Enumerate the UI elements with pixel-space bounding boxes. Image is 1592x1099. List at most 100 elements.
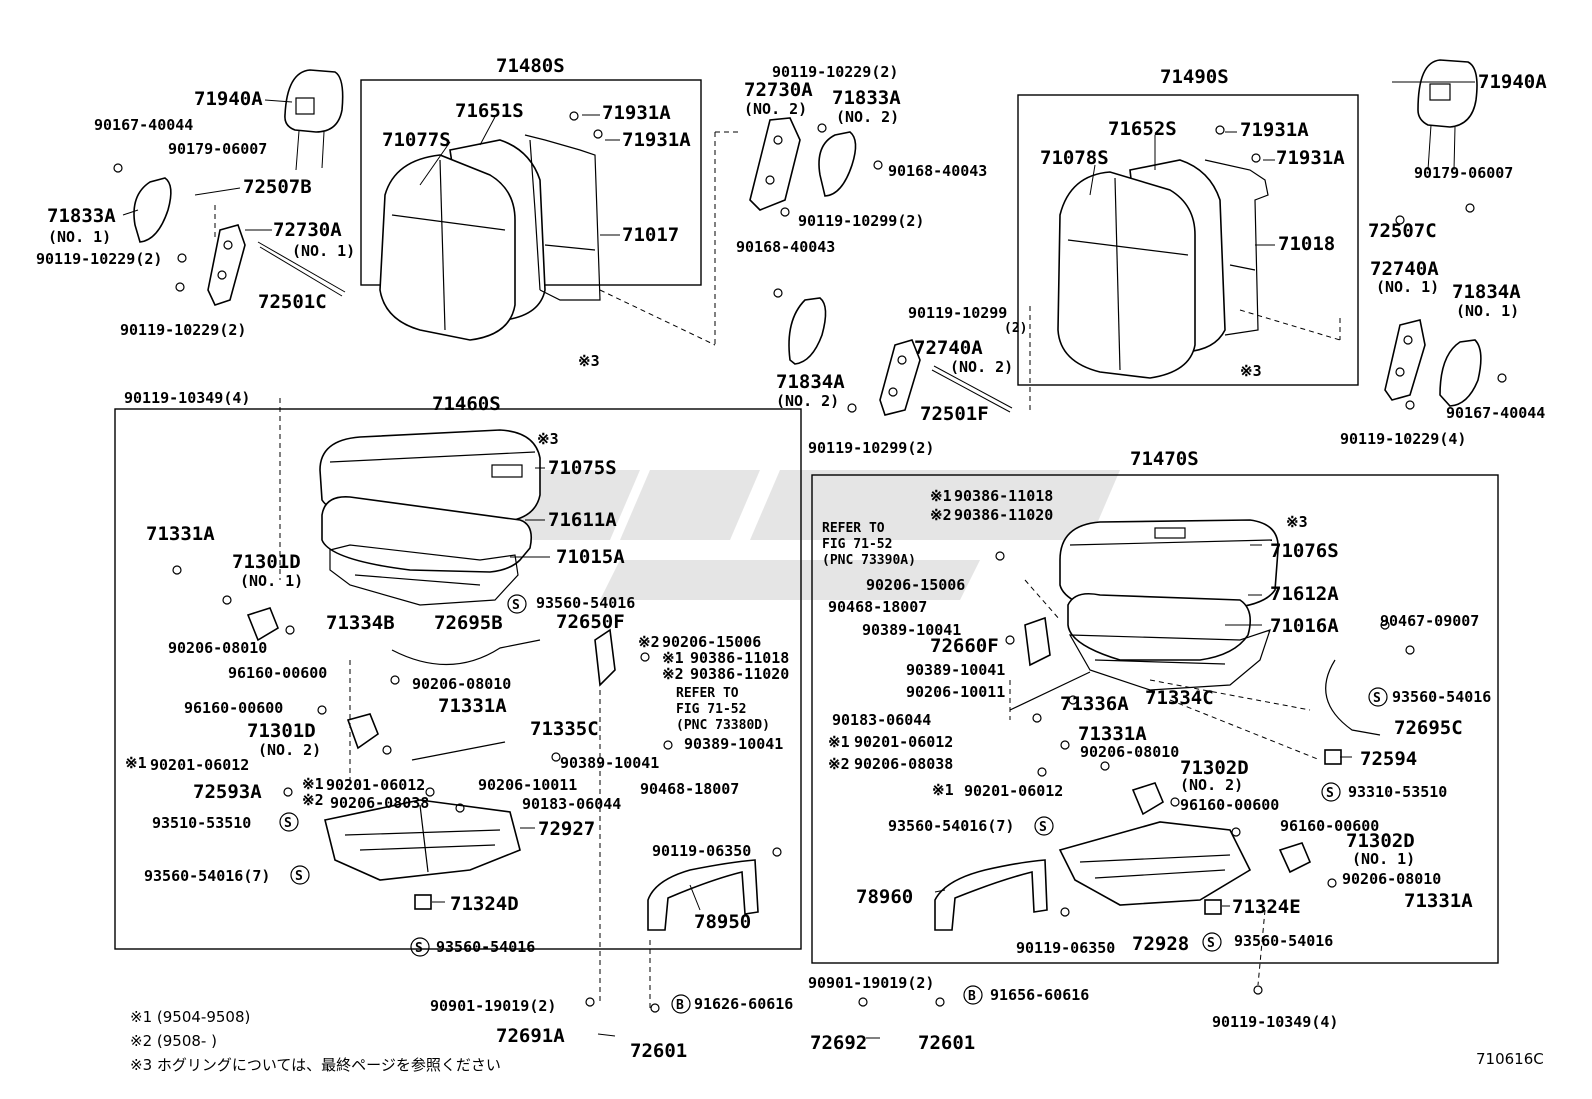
label-71940a-right: 71940A — [1478, 71, 1547, 93]
bracket-71301d-no1 — [246, 607, 279, 642]
label-90201-06012-a: 90201-06012 — [150, 756, 249, 774]
label-90206-08038-b: 90206-08038 — [854, 755, 953, 773]
label-71931a-b: 71931A — [622, 129, 691, 151]
label-90119-06350-b: 90119-06350 — [1016, 939, 1115, 957]
label-k2-e: ※2 — [828, 755, 850, 773]
rod-72501c-b — [259, 246, 343, 297]
label-72740a-no2: 72740A — [914, 337, 983, 359]
label-72601-b: 72601 — [918, 1032, 975, 1054]
label-72740a-no1: 72740A — [1370, 258, 1439, 280]
cover-71833a-no1 — [133, 177, 172, 243]
label-71652s: 71652S — [1108, 118, 1177, 140]
label-71834a-no1-sub: (NO. 1) — [1456, 302, 1519, 320]
label-71302d-no2: 71302D — [1180, 757, 1249, 779]
label-90168-40043-b: 90168-40043 — [736, 238, 835, 256]
label-72593a: 72593A — [193, 781, 262, 803]
label-71076s: 71076S — [1270, 540, 1339, 562]
lever-72660f — [1024, 616, 1051, 667]
label-90206-10011-a: 90206-10011 — [478, 776, 577, 794]
label-93560-54016-7a: 93560-54016(7) — [144, 867, 270, 885]
label-93560-54016-a: 93560-54016 — [536, 594, 635, 612]
label-k1-f: ※1 — [932, 781, 954, 799]
svg-text:S: S — [1207, 936, 1215, 951]
note-1: ※1 (9504-9508) — [130, 1008, 250, 1026]
svg-text:S: S — [1373, 691, 1381, 706]
box-71490s — [1017, 94, 1359, 386]
label-k2-c: ※2 — [302, 791, 324, 809]
label-k1-c: ※1 — [302, 775, 324, 793]
label-96160-00600-a: 96160-00600 — [228, 664, 327, 682]
label-93560-54016-c: 93560-54016 — [1392, 688, 1491, 706]
label-71833a-no2: 71833A — [832, 87, 901, 109]
frame-71017 — [524, 134, 601, 301]
label-90119-06350-a: 90119-06350 — [652, 842, 751, 860]
label-72501c: 72501C — [258, 291, 327, 313]
label-k3-a: ※3 — [578, 352, 600, 370]
label-90206-15006-b: 90206-15006 — [866, 576, 965, 594]
label-90119-10299-b: 90119-10299 — [908, 304, 1007, 322]
stopper-71324e — [1204, 899, 1222, 915]
label-72507c: 72507C — [1368, 220, 1437, 242]
stopper-72594 — [1324, 749, 1342, 765]
label-90206-08010-b: 90206-08010 — [412, 675, 511, 693]
label-91656-60616: 91656-60616 — [990, 986, 1089, 1004]
label-k1-b: ※1 — [662, 649, 684, 667]
label-78960: 78960 — [856, 886, 913, 908]
label-k3-b: ※3 — [1240, 362, 1262, 380]
svg-text:S: S — [415, 941, 423, 956]
label-71611a: 71611A — [548, 509, 617, 531]
label-71460s: 71460S — [432, 393, 501, 415]
svg-text:S: S — [284, 816, 292, 831]
label-90386-11018-b: 90386-11018 — [954, 487, 1053, 505]
bracket-71301d-no2 — [346, 713, 379, 750]
label-71335c: 71335C — [530, 718, 599, 740]
label-93560-54016-d: 93560-54016 — [1234, 932, 1333, 950]
label-90119-10299-2c: 90119-10299(2) — [808, 439, 934, 457]
cover-71834a-no1 — [1439, 339, 1482, 407]
label-71075s: 71075S — [548, 457, 617, 479]
fasteners — [113, 111, 1507, 1013]
label-71302d-no1: 71302D — [1346, 830, 1415, 852]
frame-71016a — [1068, 629, 1271, 691]
label-71834a-no2-sub: (NO. 2) — [776, 392, 839, 410]
label-90206-15006-a: 90206-15006 — [662, 633, 761, 651]
svg-text:B: B — [676, 998, 684, 1013]
rod-72501f-b — [933, 365, 1013, 409]
label-71931a-d: 71931A — [1276, 147, 1345, 169]
symbol-s-icons — [279, 594, 1388, 1014]
label-90206-10011-b: 90206-10011 — [906, 683, 1005, 701]
label-71651s: 71651S — [455, 100, 524, 122]
note-3: ※3 ホグリングについては、最終ページを参照ください — [130, 1056, 501, 1074]
box-71460s — [114, 408, 802, 950]
hinge-72730a-no2 — [749, 117, 801, 211]
label-72507b: 72507B — [243, 176, 312, 198]
headrest-left — [284, 69, 344, 171]
label-71302d-no1-sub: (NO. 1) — [1352, 850, 1415, 868]
part-labels: 71480S 71940A 90167-40044 90179-06007 72… — [36, 55, 1547, 1062]
symbol-letters: S S S S S S S S B B — [284, 598, 1381, 1013]
label-90119-10229-2a: 90119-10229(2) — [36, 250, 162, 268]
label-refer-a2: FIG 71-52 — [676, 702, 746, 717]
lever-72650f — [594, 628, 616, 687]
label-71301d-no1-sub: (NO. 1) — [240, 572, 303, 590]
label-90168-40043-a: 90168-40043 — [888, 162, 987, 180]
label-90206-08010-a: 90206-08010 — [168, 639, 267, 657]
label-71331a-d: 71331A — [1404, 890, 1473, 912]
label-90901-19019-2a: 90901-19019(2) — [430, 997, 556, 1015]
label-90389-10041-a: 90389-10041 — [684, 735, 783, 753]
label-71078s: 71078S — [1040, 147, 1109, 169]
label-90206-08038-a: 90206-08038 — [330, 794, 429, 812]
label-72730a-no2: 72730A — [744, 79, 813, 101]
handle-78950 — [647, 859, 759, 931]
hinge-72730a-no1 — [207, 224, 246, 306]
label-71331a-a: 71331A — [146, 523, 215, 545]
label-71077s: 71077S — [382, 129, 451, 151]
label-k1-a: ※1 — [125, 754, 147, 772]
label-90201-06012-b: 90201-06012 — [326, 776, 425, 794]
label-refer-b2: FIG 71-52 — [822, 537, 892, 552]
label-k2-a: ※2 — [638, 633, 660, 651]
footnotes: ※1 (9504-9508) ※2 (9508- ) ※3 ホグリングについては… — [130, 1008, 501, 1074]
label-90386-11018-a: 90386-11018 — [690, 649, 789, 667]
label-71480s: 71480S — [496, 55, 565, 77]
